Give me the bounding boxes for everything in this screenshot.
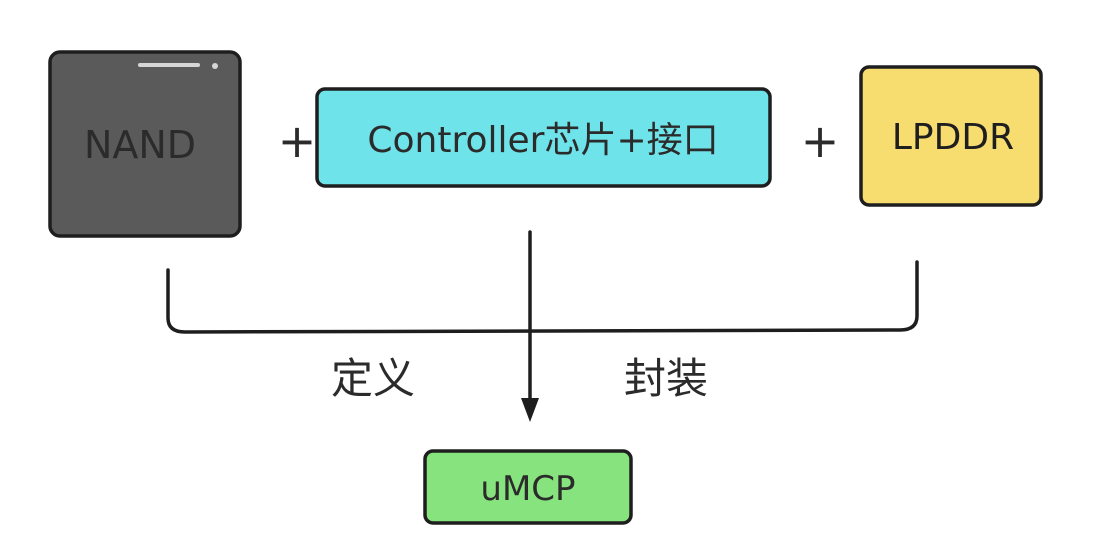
annotation-definition: 定义	[331, 354, 415, 403]
nand-label: NAND	[84, 123, 196, 167]
lpddr-box: LPDDR	[859, 65, 1043, 207]
nand-box-shape	[48, 50, 242, 238]
umcp-label: uMCP	[480, 469, 575, 509]
annotation-packaging: 封装	[624, 354, 708, 403]
nand-box: NAND	[48, 50, 242, 238]
plus-operator-2: +	[801, 114, 840, 168]
controller-box-shape	[315, 87, 772, 188]
grouping-bracket	[166, 260, 919, 334]
lpddr-label: LPDDR	[892, 117, 1014, 158]
plus-operator-1: +	[278, 114, 317, 168]
controller-box: Controller芯片+接口	[315, 87, 772, 188]
umcp-box-shape	[423, 449, 633, 525]
lpddr-box-shape	[859, 65, 1043, 207]
umcp-box: uMCP	[423, 449, 633, 525]
flow-arrow-head	[521, 398, 539, 422]
controller-label: Controller芯片+接口	[367, 120, 718, 161]
nand-highlight-dot	[212, 63, 218, 69]
